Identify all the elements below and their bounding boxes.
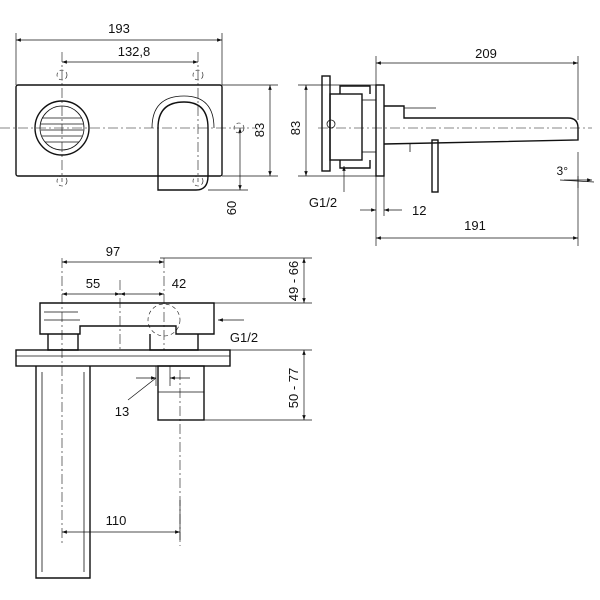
plan-left-stub (47, 334, 79, 351)
plan-thread-label: G1/2 (230, 330, 258, 345)
side-box-flange (321, 75, 331, 172)
dim-plan-bottom-range: 50 - 77 (286, 368, 301, 408)
dim-side-angle: 3° (557, 164, 569, 178)
side-box-cartridge (361, 99, 377, 153)
dim-front-height: 83 (252, 123, 267, 137)
front-outlet-grid (41, 117, 83, 143)
plan-wall-plate (15, 349, 231, 367)
front-outlet-inner (39, 105, 85, 151)
dim-side-depth: 12 (412, 203, 426, 218)
dim-plan-spout: 110 (106, 513, 127, 528)
dim-front-offset: 60 (224, 201, 239, 215)
side-box-connector (339, 85, 371, 169)
front-outlet-outer (34, 100, 90, 156)
side-view: G1/2 209 83 12 191 3° (288, 46, 595, 246)
dim-front-width: 193 (108, 21, 130, 36)
front-view: 193 132,8 83 60 (0, 21, 278, 215)
dim-front-hole-spacing: 132,8 (118, 44, 151, 59)
front-wall-plate (15, 84, 223, 177)
plan-right-stub (149, 334, 199, 351)
dim-side-height: 83 (288, 121, 303, 135)
side-box-port (326, 119, 336, 129)
dim-plan-top-range: 49 - 66 (286, 261, 301, 301)
side-box-body (329, 93, 363, 161)
dim-plan-overall: 97 (106, 244, 120, 259)
dim-plan-small: 13 (115, 404, 129, 419)
front-lever-handle (157, 101, 209, 191)
side-thread-label: G1/2 (309, 195, 337, 210)
plan-handle (157, 365, 205, 421)
plan-cartridge-circle (147, 303, 181, 337)
dim-side-projection: 209 (475, 46, 497, 61)
plan-spout (35, 366, 91, 579)
side-spout (383, 105, 579, 145)
dim-side-spout: 191 (464, 218, 486, 233)
front-lever-inner (151, 95, 215, 129)
plan-view: 97 55 42 G1/2 49 - 66 50 - 77 13 110 (15, 244, 312, 579)
dim-plan-left: 55 (86, 276, 100, 291)
plan-rough-in-body (39, 302, 215, 335)
side-wall-plate (375, 84, 385, 177)
side-lever (431, 139, 439, 193)
dim-plan-right: 42 (172, 276, 186, 291)
